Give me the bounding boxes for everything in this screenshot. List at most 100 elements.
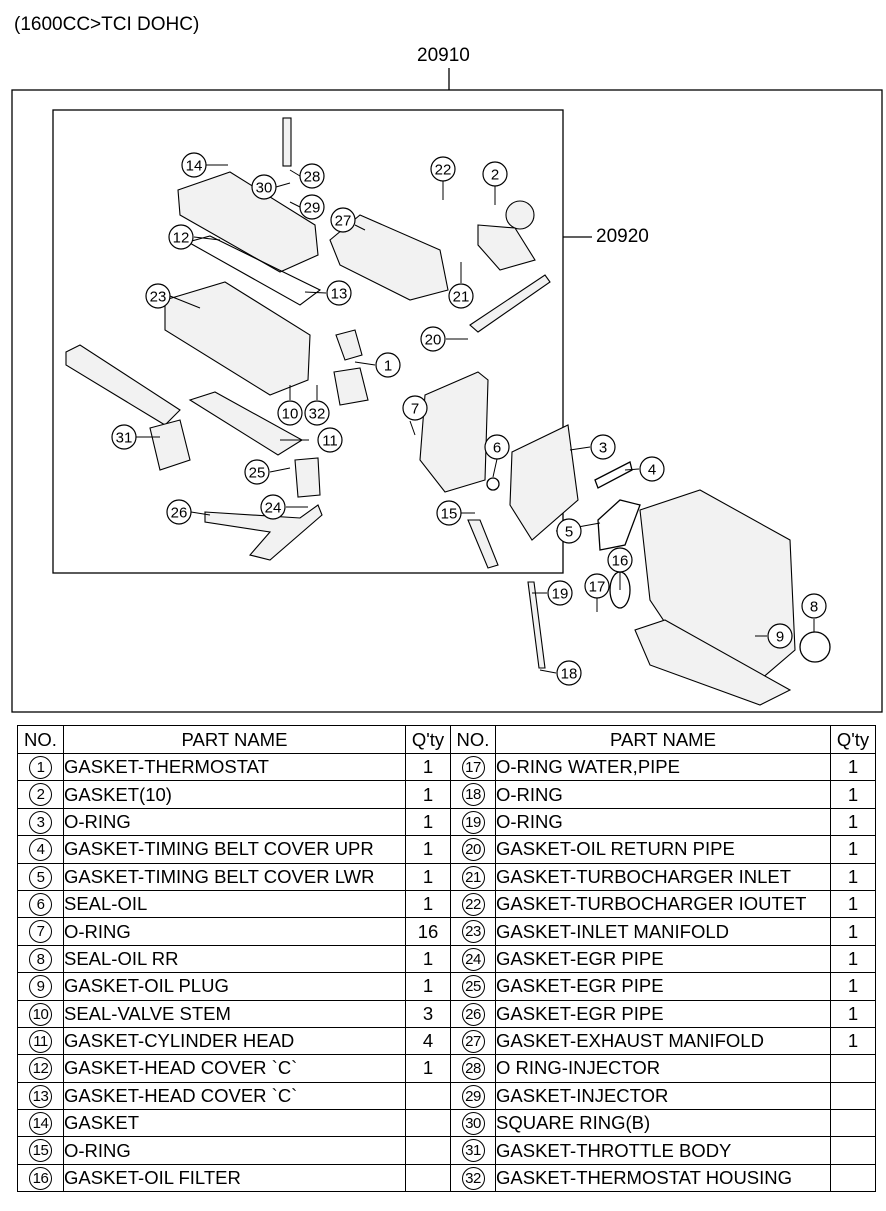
header-no-right: NO. (450, 725, 496, 754)
cylinder-head-shape (164, 281, 311, 396)
exhaust-manifold-shape (329, 214, 449, 301)
part-qty-cell: 1 (830, 780, 876, 809)
part-qty-cell: 1 (405, 889, 451, 919)
part-name-cell: GASKET-EGR PIPE (495, 999, 831, 1028)
svg-text:19: 19 (552, 586, 569, 603)
part-qty-cell: 4 (405, 1026, 451, 1056)
oil-pan-shape (634, 619, 792, 706)
part-name-cell: GASKET-EXHAUST MANIFOLD (495, 1026, 831, 1056)
callout-10: 10 (277, 400, 303, 426)
callout-11: 11 (317, 427, 343, 453)
egr-pipe-shape (204, 504, 323, 561)
part-number-cell: 4 (17, 835, 64, 864)
svg-text:1: 1 (384, 358, 392, 375)
part-name-cell: O RING-INJECTOR (495, 1054, 831, 1083)
part-number-badge: 6 (29, 892, 52, 916)
part-name-cell: SQUARE RING(B) (495, 1109, 831, 1138)
lower-cover-gasket-shape (597, 499, 641, 551)
thermostat-shape (335, 329, 363, 361)
part-qty-cell (405, 1136, 451, 1165)
oil-strainer-shape (467, 519, 499, 569)
part-number-cell: 32 (450, 1163, 496, 1193)
svg-text:14: 14 (186, 158, 203, 175)
svg-text:23: 23 (150, 289, 167, 306)
part-qty-cell: 1 (405, 862, 451, 891)
callout-12: 12 (168, 224, 194, 250)
part-number-cell: 17 (450, 752, 496, 782)
part-name-cell: GASKET-EGR PIPE (495, 972, 831, 1001)
svg-text:10: 10 (282, 406, 299, 423)
part-number-cell: 28 (450, 1054, 496, 1083)
part-number-cell: 25 (450, 972, 496, 1001)
timing-belt-cover-shape (509, 424, 579, 541)
part-qty-cell: 3 (405, 999, 451, 1028)
part-number-badge: 29 (461, 1084, 485, 1108)
egr-valve-shape (294, 457, 321, 498)
callout-2: 2 (482, 161, 508, 187)
callout-4: 4 (639, 456, 665, 482)
part-name-cell: GASKET-OIL FILTER (63, 1163, 406, 1193)
part-number-badge: 21 (461, 865, 485, 889)
seal-oil-ring-shape (486, 477, 500, 491)
part-number-badge: 9 (29, 975, 52, 999)
part-number-badge: 2 (29, 783, 52, 807)
svg-text:20: 20 (425, 332, 442, 349)
subassembly-number: 20920 (596, 226, 649, 247)
part-number-cell: 8 (17, 944, 64, 974)
part-number-cell: 30 (450, 1109, 496, 1138)
svg-text:30: 30 (256, 180, 273, 197)
callout-26: 26 (166, 499, 192, 525)
part-number-cell: 12 (17, 1054, 64, 1083)
part-number-cell: 10 (17, 999, 64, 1028)
part-number-badge: 15 (29, 1139, 52, 1163)
svg-text:13: 13 (331, 286, 348, 303)
part-name-cell: GASKET-TIMING BELT COVER UPR (63, 835, 406, 864)
timing-cover-shape (419, 371, 489, 493)
part-number-cell: 27 (450, 1026, 496, 1056)
callout-20: 20 (420, 326, 446, 352)
intake-manifold-shape (65, 344, 181, 426)
leader-lines (136, 164, 815, 674)
part-number-badge: 26 (461, 1002, 485, 1026)
part-number-cell: 3 (17, 807, 64, 837)
part-name-cell: O-RING (495, 780, 831, 809)
part-number-cell: 26 (450, 999, 496, 1028)
part-number-cell: 24 (450, 944, 496, 974)
part-number-cell: 21 (450, 862, 496, 891)
callout-29: 29 (299, 194, 325, 220)
part-qty-cell (830, 1054, 876, 1083)
turbo-housing-shape (477, 224, 536, 271)
diagram-title: (1600CC>TCI DOHC) (14, 14, 200, 35)
part-qty-cell: 1 (830, 999, 876, 1028)
part-name-cell: GASKET-THERMOSTAT HOUSING (495, 1163, 831, 1193)
part-qty-cell: 1 (830, 862, 876, 891)
part-number-cell: 2 (17, 780, 64, 809)
part-name-cell: GASKET-THROTTLE BODY (495, 1136, 831, 1165)
part-name-cell: SEAL-OIL RR (63, 944, 406, 974)
callout-15: 15 (436, 500, 462, 526)
part-number-cell: 13 (17, 1081, 64, 1111)
upper-cover-gasket-shape (594, 461, 633, 489)
part-number-badge: 11 (29, 1029, 52, 1053)
callout-30: 30 (251, 174, 277, 200)
part-qty-cell (830, 1109, 876, 1138)
svg-text:31: 31 (116, 430, 133, 447)
part-qty-cell: 1 (830, 752, 876, 782)
callout-14: 14 (181, 152, 207, 178)
part-number-badge: 10 (29, 1002, 52, 1026)
callout-8: 8 (801, 593, 827, 619)
part-qty-cell: 1 (830, 889, 876, 919)
part-qty-cell (405, 1081, 451, 1111)
header-qty-left: Q'ty (405, 725, 451, 754)
part-number-badge: 8 (29, 947, 52, 971)
part-number-badge: 14 (29, 1112, 52, 1136)
assembly-number: 20910 (417, 45, 470, 66)
svg-text:28: 28 (304, 169, 321, 186)
